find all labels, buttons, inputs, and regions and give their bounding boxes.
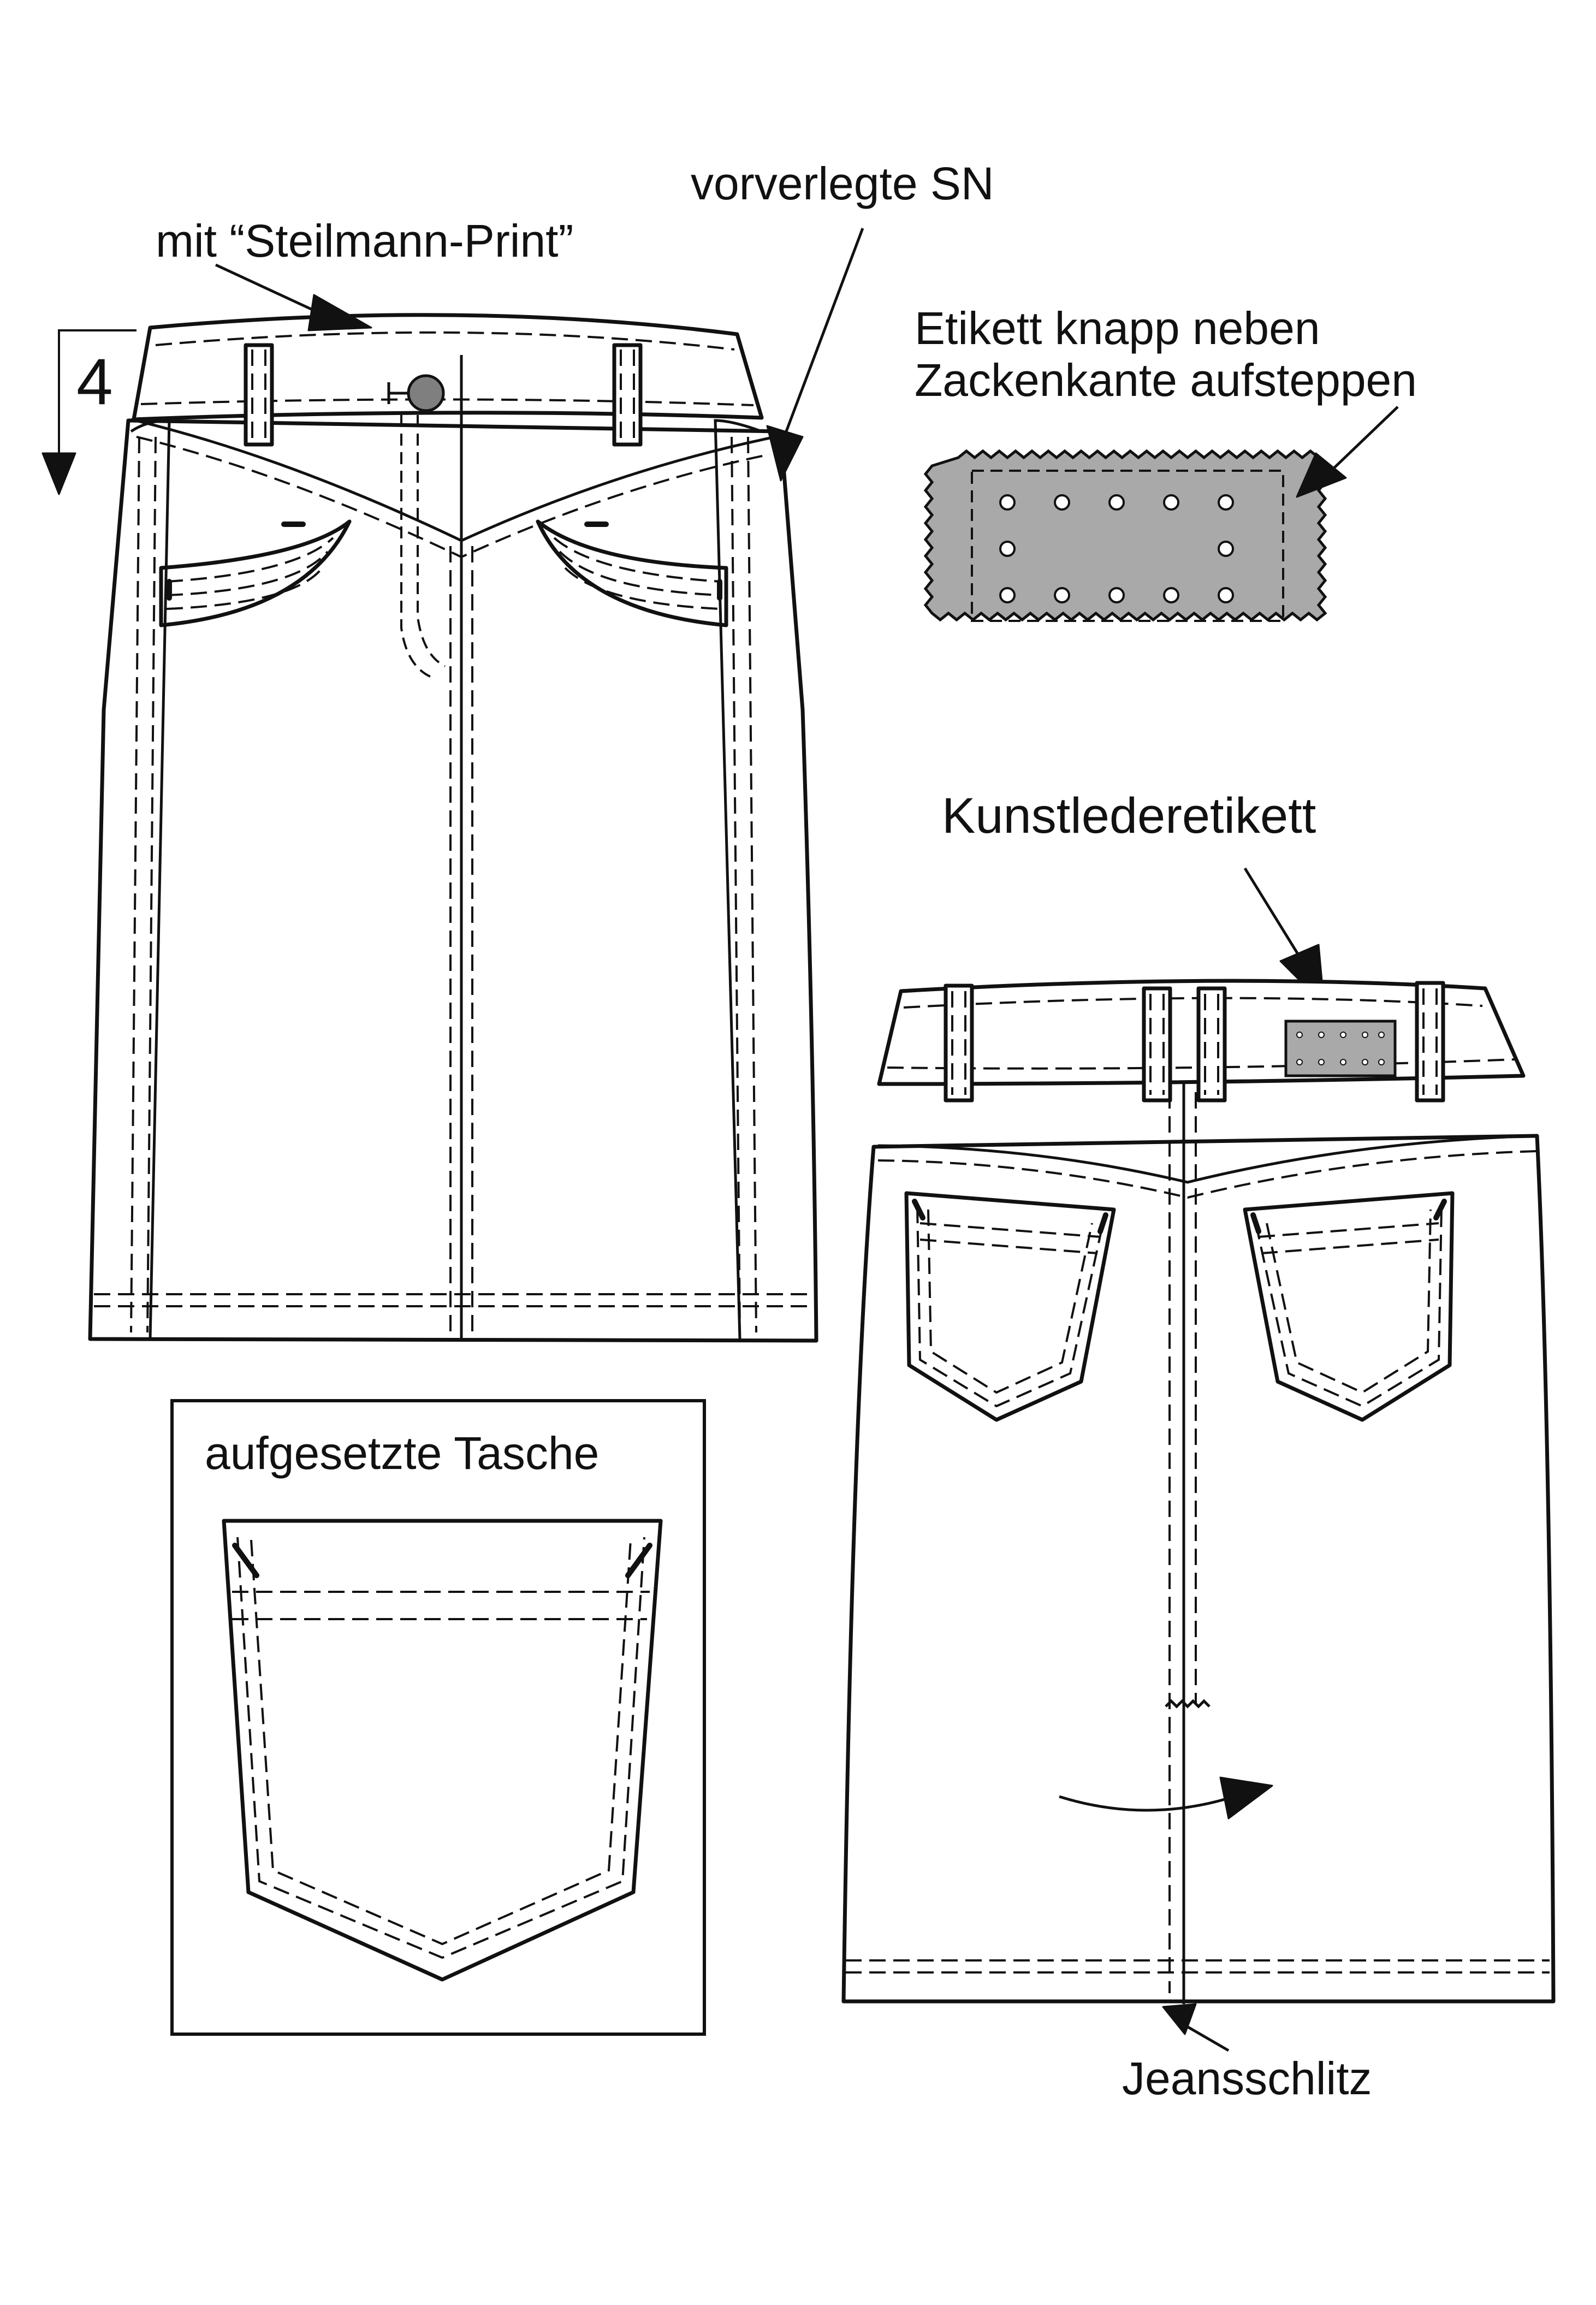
label-note-line1: Etikett knapp neben (915, 303, 1320, 354)
leather-label-text: Kunstlederetikett (942, 788, 1316, 844)
belt-loop-back-4 (1415, 981, 1445, 1103)
belt-loop-front-left (244, 343, 274, 447)
label-detail: Etikett knapp neben Zackenkante aufstepp… (915, 303, 1417, 622)
patch-pocket-label: aufgesetzte Tasche (205, 1427, 599, 1479)
patch-pocket-detail: aufgesetzte Tasche (170, 1399, 706, 2036)
leather-label-small (1284, 1020, 1397, 1077)
skirt-back-view: Kunstlederetikett (841, 788, 1556, 2104)
front-pocket-left (159, 519, 352, 627)
belt-loop-front-right (612, 343, 643, 447)
leather-label-enlarged (923, 449, 1327, 622)
button-icon (407, 374, 445, 412)
side-seam-annotation: vorverlegte SN (691, 158, 994, 482)
patch-pocket-shape (222, 1519, 663, 1982)
belt-loop-back-2 (1142, 986, 1172, 1103)
side-seam-note-text: vorverlegte SN (691, 158, 994, 209)
belt-loop-back-1 (944, 983, 974, 1103)
waistband-width-label: 4 (76, 345, 113, 418)
label-note-line2: Zackenkante aufsteppen (915, 354, 1417, 406)
fly-label: Jeansschlitz (1122, 2053, 1372, 2104)
skirt-front-view (88, 313, 818, 1343)
belt-loop-back-3 (1196, 986, 1227, 1103)
waistband-dimension: 4 (41, 329, 137, 495)
rivet-icon (999, 494, 1234, 603)
front-pocket-right (536, 519, 728, 627)
print-note-text: mit “Steilmann-Print” (156, 215, 573, 266)
front-waistband (132, 313, 764, 422)
print-annotation: mit “Steilmann-Print” (156, 215, 573, 331)
